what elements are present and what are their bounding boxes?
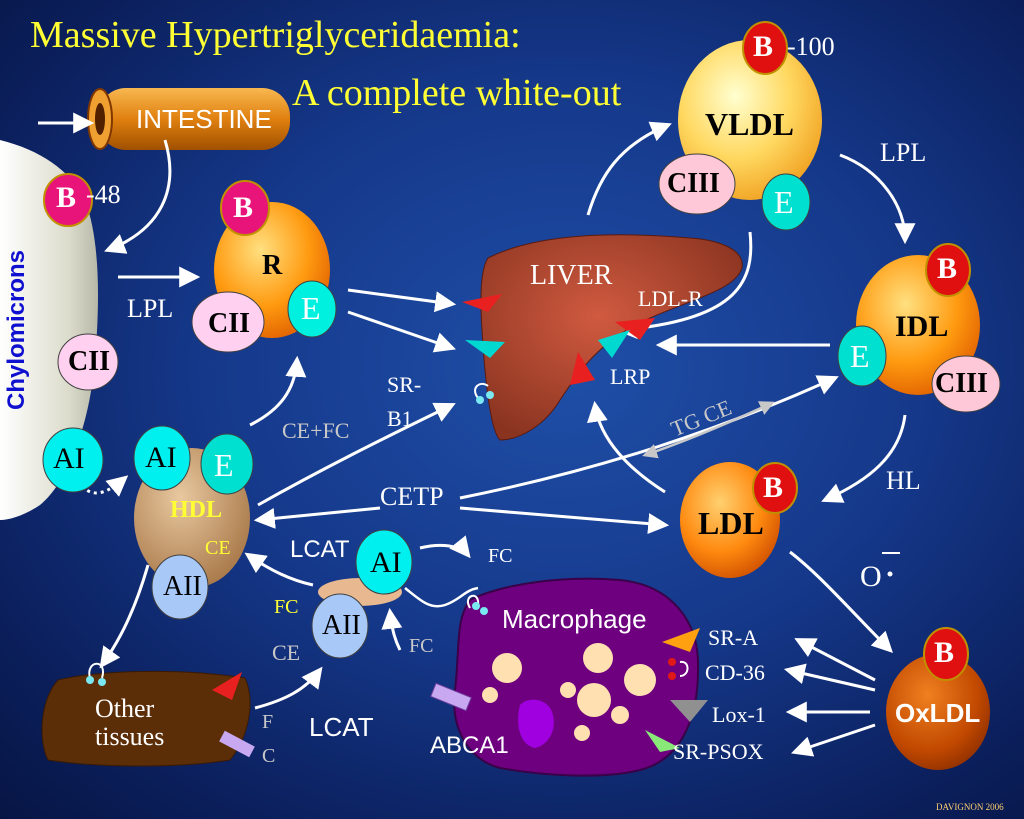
rem-e: E bbox=[301, 290, 321, 326]
lox1-label: Lox-1 bbox=[712, 702, 766, 727]
vldl-label: VLDL bbox=[705, 106, 794, 142]
idl-e: E bbox=[850, 338, 870, 374]
chylomicron-particle bbox=[0, 140, 98, 520]
hdl-ai: AI bbox=[145, 441, 177, 474]
tgce-arrow bbox=[642, 401, 775, 459]
oxldl-particle bbox=[886, 654, 990, 770]
apoproteins bbox=[42, 21, 1001, 681]
macrophage-vacuoles bbox=[482, 643, 656, 748]
lpl-right: LPL bbox=[880, 138, 927, 167]
other-tissues-line1: Other bbox=[95, 694, 155, 723]
c-letter: C bbox=[262, 745, 276, 767]
transporter-icon bbox=[219, 730, 255, 758]
srb1-label-a: SR- bbox=[387, 372, 422, 397]
chylomicrons-label: Chylomicrons bbox=[3, 249, 30, 410]
macrophage-label: Macrophage bbox=[502, 604, 647, 634]
liver-receptors bbox=[462, 294, 655, 385]
liver-label: LIVER bbox=[530, 260, 613, 291]
cd36-label: CD-36 bbox=[705, 660, 765, 685]
abca1-label: ABCA1 bbox=[430, 732, 509, 759]
vldl-ciii: CIII bbox=[667, 168, 720, 199]
pathway-arrows bbox=[38, 112, 916, 757]
lpl-left: LPL bbox=[127, 294, 174, 323]
other-tissues-receptor bbox=[212, 672, 242, 700]
abca1-transporter bbox=[430, 682, 472, 712]
vldl-num: -100 bbox=[787, 32, 835, 61]
macrophage-fc-dots bbox=[467, 594, 488, 615]
ldl-b: B bbox=[763, 471, 784, 504]
ce-left: CE bbox=[272, 640, 301, 665]
credit-text: DAVIGNON 2006 bbox=[936, 802, 1004, 812]
chylo-cii: CII bbox=[68, 346, 111, 377]
hdl-label: HDL bbox=[170, 497, 223, 523]
b48-b: B bbox=[56, 181, 77, 214]
lcat-bottom: LCAT bbox=[309, 712, 374, 742]
sra-label: SR-A bbox=[708, 625, 759, 650]
hdl-aii: AII bbox=[163, 571, 202, 602]
hl-label: HL bbox=[886, 466, 921, 495]
srb1-label-b: B1 bbox=[387, 406, 413, 431]
idl-b: B bbox=[937, 252, 958, 285]
rem-cii: CII bbox=[208, 308, 251, 339]
oxldl-label: OxLDL bbox=[895, 698, 981, 728]
lrp-label: LRP bbox=[610, 364, 651, 389]
srpsox-label: SR-PSOX bbox=[673, 739, 764, 764]
fc-top: FC bbox=[488, 545, 513, 567]
oxldl-b: B bbox=[934, 636, 955, 669]
hdl-ce: CE bbox=[205, 537, 231, 559]
scavenger-receptors bbox=[645, 628, 708, 752]
other-tissues-blob bbox=[41, 670, 251, 767]
lcat-top: LCAT bbox=[290, 536, 350, 563]
cetp-label: CETP bbox=[380, 482, 444, 511]
srb1-receptor bbox=[474, 382, 494, 404]
title-line1: Massive Hypertriglyceridaemia: bbox=[30, 14, 521, 56]
pre-aii: AII bbox=[322, 610, 361, 641]
rem-r: R bbox=[262, 250, 283, 281]
vldl-e: E bbox=[774, 184, 794, 220]
idl-ciii: CIII bbox=[935, 368, 988, 399]
vldl-b: B bbox=[753, 30, 774, 63]
other-tissues-line2: tissues bbox=[95, 722, 165, 751]
ldl-label: LDL bbox=[698, 505, 764, 541]
hdl-e: E bbox=[214, 447, 234, 483]
ai-transfer-dotted bbox=[76, 475, 129, 497]
ldlr-label: LDL-R bbox=[638, 286, 703, 311]
radical-dot bbox=[887, 571, 893, 577]
other-tissues-srb1 bbox=[86, 662, 106, 686]
pre-ai: AI bbox=[370, 546, 402, 579]
title-line2: A complete white-out bbox=[292, 72, 622, 114]
intestine-label: INTESTINE bbox=[136, 104, 272, 134]
oxidant-label: O bbox=[860, 560, 882, 593]
efflux-curve bbox=[404, 586, 479, 608]
cefc-label: CE+FC bbox=[282, 418, 350, 443]
fc-left: FC bbox=[274, 596, 299, 618]
b48-num: -48 bbox=[86, 180, 121, 209]
f-letter: F bbox=[262, 711, 274, 733]
chylo-ai: AI bbox=[53, 442, 85, 475]
idl-label: IDL bbox=[895, 310, 949, 343]
rem-b: B bbox=[233, 191, 254, 224]
fc-mid: FC bbox=[409, 635, 434, 657]
